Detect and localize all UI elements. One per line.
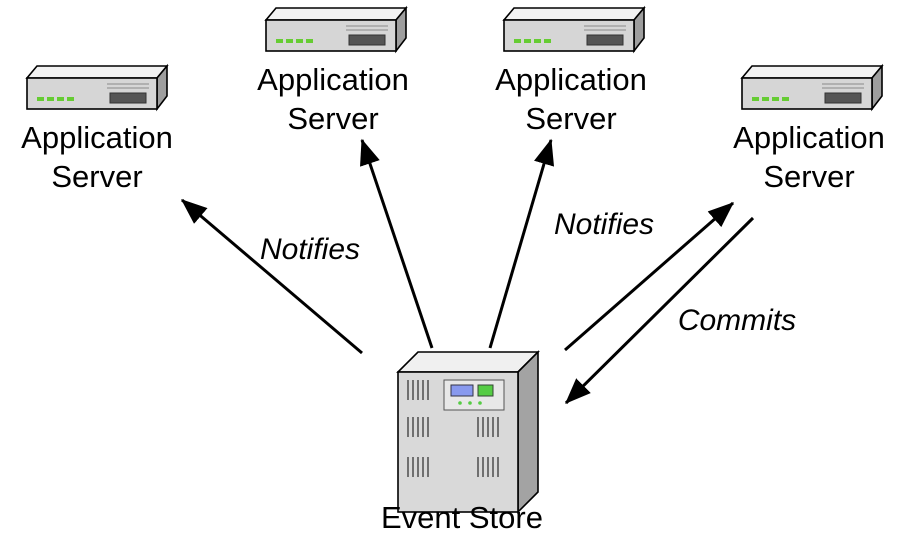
notifies-arrow-server-1 (181, 198, 363, 355)
server-1-label-line1: Application (21, 120, 173, 155)
edge-label-commits: Commits (678, 304, 796, 337)
edge-label-notifies-left: Notifies (260, 233, 360, 266)
rack-server-icon (741, 65, 883, 110)
server-3-label-line2: Server (525, 101, 616, 136)
rack-server-icon (503, 7, 645, 52)
server-4-label-line1: Application (733, 120, 885, 155)
server-4-label-line2: Server (763, 159, 854, 194)
server-1-label-line2: Server (51, 159, 142, 194)
notifies-arrow-server-4 (564, 201, 734, 352)
event-store-label: Event Store (381, 500, 543, 535)
notifies-arrow-server-3 (488, 138, 555, 349)
server-3-label-line1: Application (495, 62, 647, 97)
rack-server-icon (265, 7, 407, 52)
server-2-label-line1: Application (257, 62, 409, 97)
edge-label-notifies-right: Notifies (554, 208, 654, 241)
tower-server-icon (397, 351, 539, 513)
commits-arrow (564, 216, 755, 405)
server-2-label-line2: Server (287, 101, 378, 136)
rack-server-icon (26, 65, 168, 110)
notifies-arrow-server-2 (360, 138, 434, 349)
